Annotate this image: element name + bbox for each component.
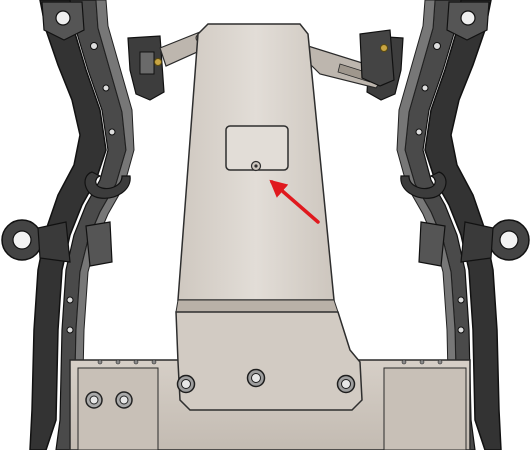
right-control-arm [305,29,395,89]
skid-plate-access-bolt [250,160,262,172]
arrow-icon [269,179,320,224]
lower-left-bolts [85,391,133,409]
right-frame-rail [366,0,530,450]
left-frame-rail [1,0,165,450]
skid-plate [175,23,363,411]
skid-plate-lower-bolts [176,368,356,394]
